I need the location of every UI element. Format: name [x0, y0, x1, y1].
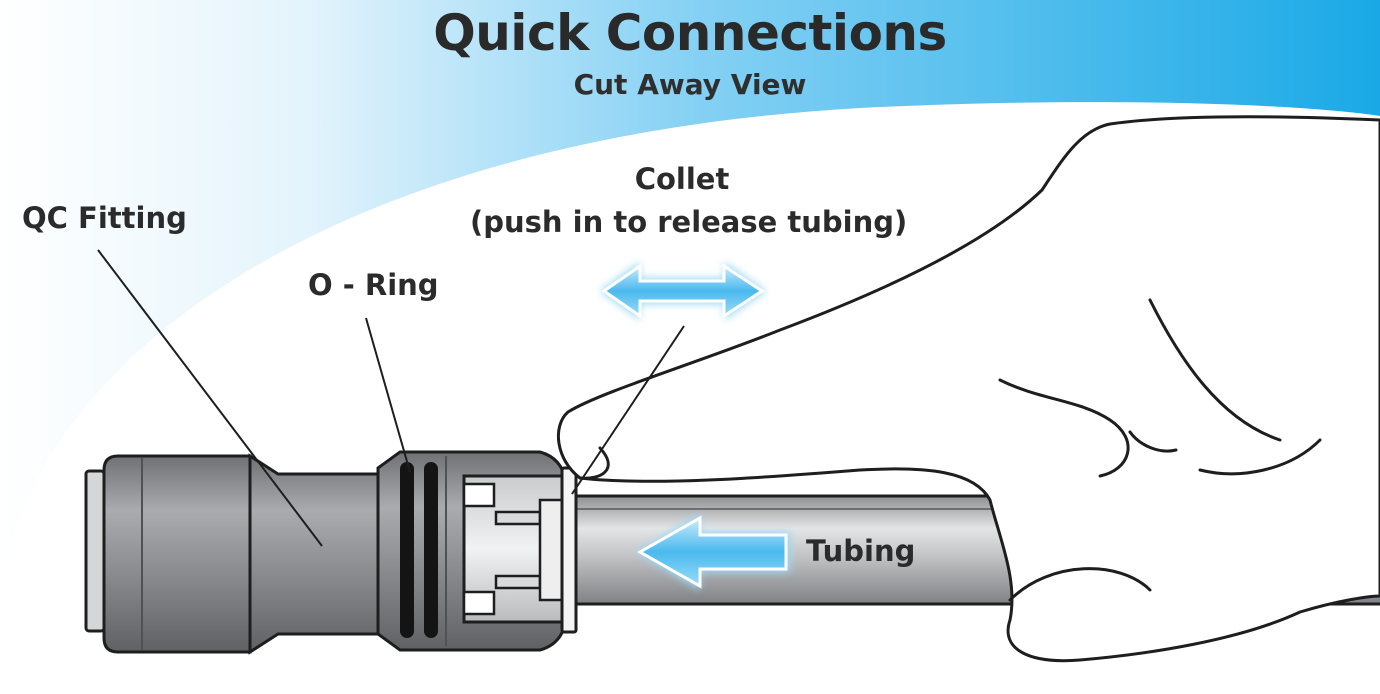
- hand-illustration: [556, 115, 1380, 663]
- label-qc-fitting: QC Fitting: [22, 201, 187, 235]
- o-ring-2: [424, 462, 438, 638]
- label-collet-title: Collet: [634, 162, 730, 196]
- leader-collet: [571, 325, 685, 495]
- label-o-ring: O - Ring: [308, 268, 439, 302]
- leader-o-ring: [365, 317, 411, 473]
- leader-lines: [97, 249, 685, 547]
- qc-fitting-body: [84, 450, 568, 655]
- left-arrow-icon: [636, 514, 790, 590]
- double-arrow-icon: [600, 262, 766, 320]
- o-ring-1: [400, 462, 414, 638]
- label-collet: Collet (push in to release tubing): [470, 158, 908, 244]
- collet-part: [462, 466, 578, 634]
- diagram-subtitle: Cut Away View: [573, 68, 807, 101]
- label-tubing: Tubing: [806, 534, 916, 568]
- leader-qc-fitting: [97, 249, 323, 547]
- label-collet-note: (push in to release tubing): [470, 205, 908, 239]
- diagram-title: Quick Connections: [433, 4, 947, 62]
